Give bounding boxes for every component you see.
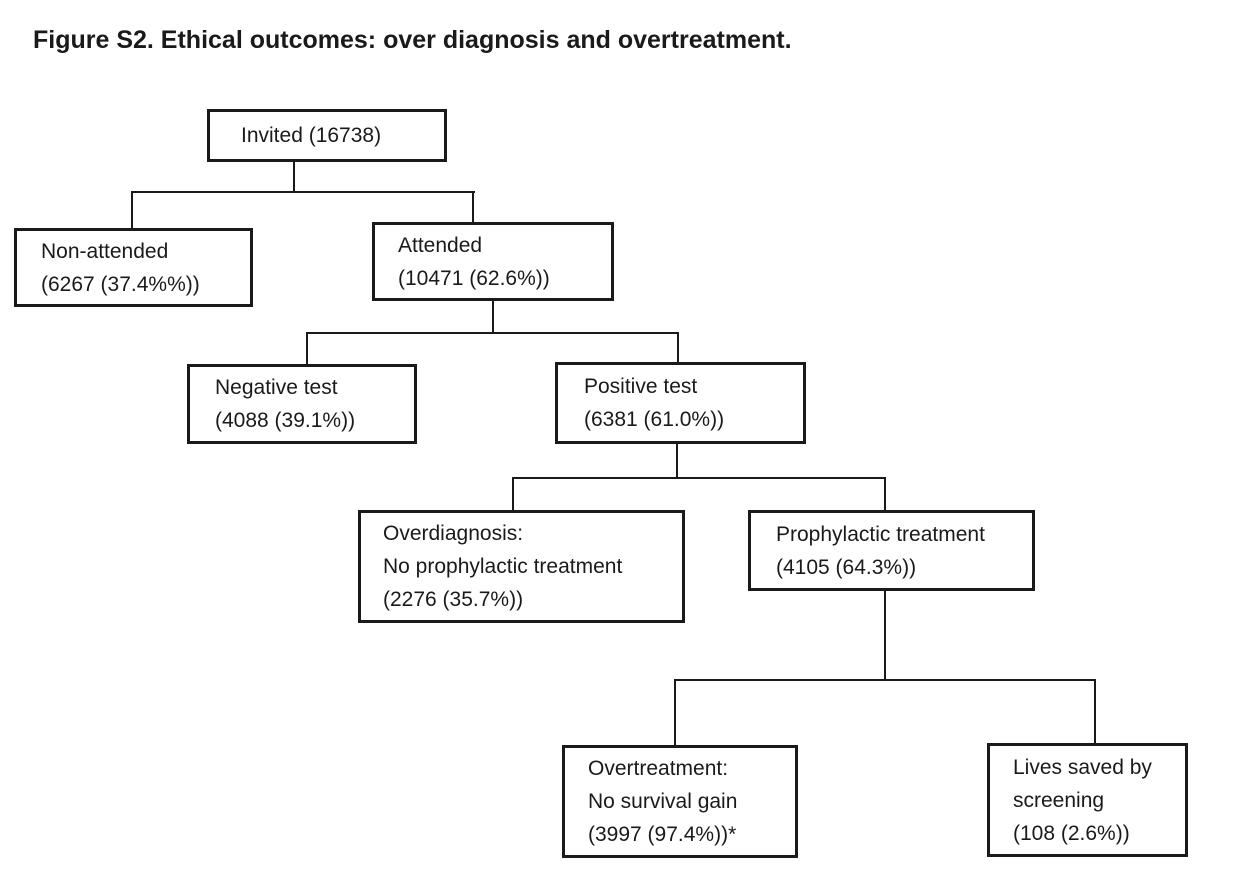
node-line: Overtreatment: xyxy=(588,757,729,780)
edge-prophylactic-to-lives-saved xyxy=(1094,679,1096,745)
node-line: Non-attended xyxy=(41,239,169,263)
node-line: Overdiagnosis: xyxy=(383,522,524,545)
node-overdiagnosis: Overdiagnosis: No prophylactic treatment… xyxy=(358,510,685,623)
node-invited: Invited (16738) xyxy=(207,109,447,162)
edge-attended-stem xyxy=(492,300,494,334)
edge-attended-crossbar xyxy=(306,332,679,334)
edge-positive-test-to-prophylactic xyxy=(884,477,886,512)
edge-prophylactic-to-overtreatment xyxy=(674,679,676,747)
node-negative-test: Negative test (4088 (39.1%)) xyxy=(187,364,417,444)
node-lives-saved-by-screening: Lives saved by screening (108 (2.6%)) xyxy=(987,743,1188,857)
edge-invited-to-non-attended xyxy=(131,191,133,230)
node-line: screening xyxy=(1013,788,1105,812)
node-attended: Attended (10471 (62.6%)) xyxy=(372,222,614,301)
node-line: (3997 (97.4%))* xyxy=(588,823,737,846)
edge-positive-test-to-overdiagnosis xyxy=(512,477,514,512)
node-line: (6381 (61.0%)) xyxy=(584,408,725,431)
figure-title: Figure S2. Ethical outcomes: over diagno… xyxy=(33,26,792,54)
node-overtreatment: Overtreatment: No survival gain (3997 (9… xyxy=(562,745,798,858)
edge-attended-to-positive-test xyxy=(677,332,679,364)
edge-positive-test-crossbar xyxy=(512,477,886,479)
edge-prophylactic-stem xyxy=(884,590,886,681)
edge-invited-to-attended xyxy=(472,191,474,224)
node-line: Positive test xyxy=(584,375,698,398)
node-line: No prophylactic treatment xyxy=(383,555,623,578)
node-line: (2276 (35.7%)) xyxy=(383,588,524,611)
node-line: (10471 (62.6%)) xyxy=(398,266,550,290)
edge-invited-stem xyxy=(293,161,295,193)
node-line: Negative test xyxy=(215,376,338,399)
edge-prophylactic-crossbar xyxy=(674,679,1096,681)
node-line: (6267 (37.4%%)) xyxy=(41,272,200,296)
edge-invited-crossbar xyxy=(131,191,475,193)
node-line: Lives saved by xyxy=(1013,755,1152,779)
node-positive-test: Positive test (6381 (61.0%)) xyxy=(555,362,806,444)
node-line: No survival gain xyxy=(588,790,738,813)
edge-attended-to-negative-test xyxy=(306,332,308,366)
node-prophylactic-treatment: Prophylactic treatment (4105 (64.3%)) xyxy=(748,510,1035,591)
node-line: Prophylactic treatment xyxy=(776,522,985,546)
node-non-attended: Non-attended (6267 (37.4%%)) xyxy=(14,228,253,307)
node-line: (4105 (64.3%)) xyxy=(776,555,917,579)
edge-positive-test-stem xyxy=(676,443,678,479)
node-line: Invited (16738) xyxy=(241,124,382,147)
node-line: Attended xyxy=(398,233,483,257)
node-line: (4088 (39.1%)) xyxy=(215,409,356,432)
node-line: (108 (2.6%)) xyxy=(1013,821,1130,845)
